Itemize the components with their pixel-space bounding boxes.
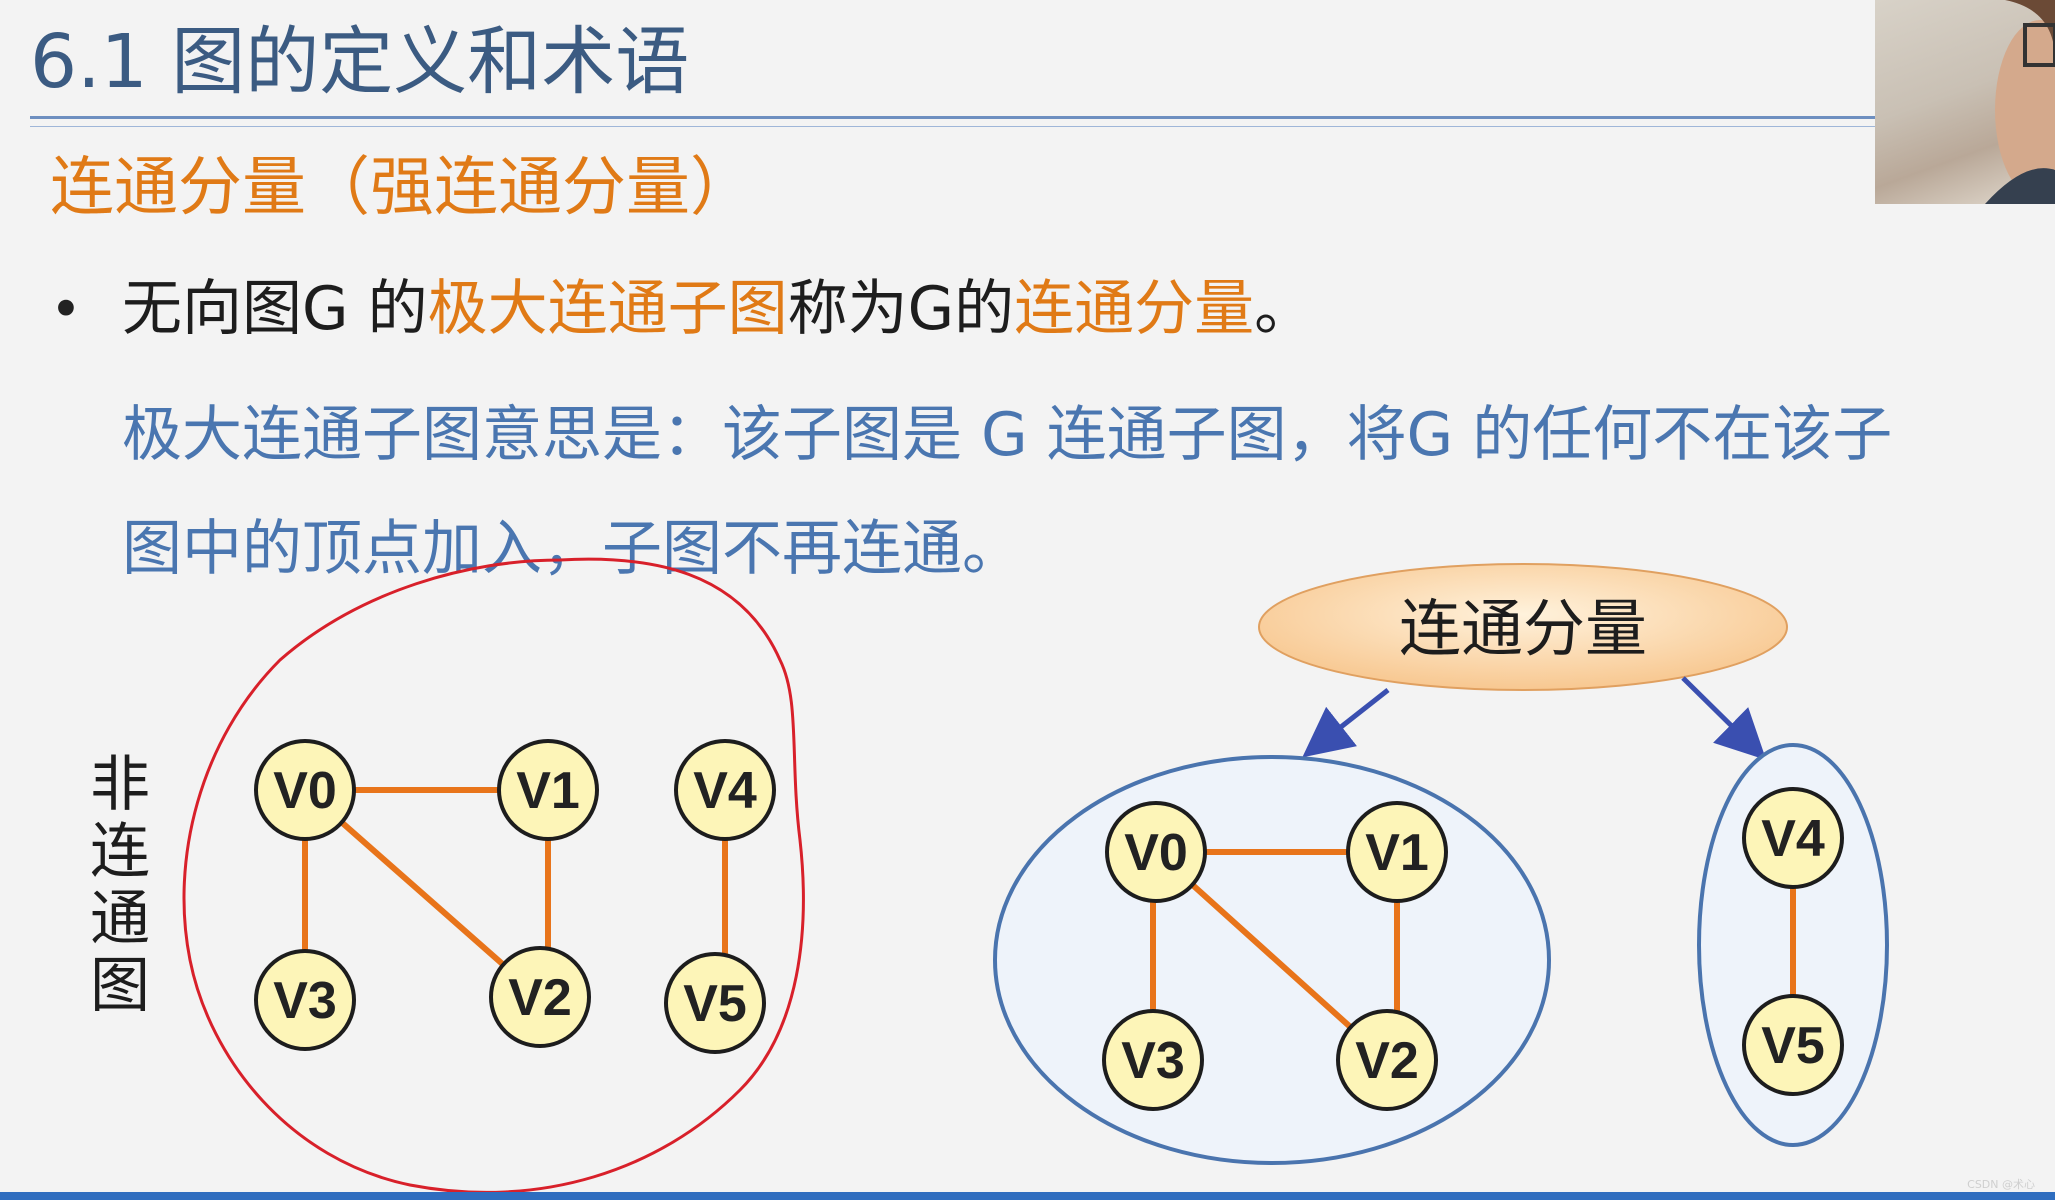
- vertex-label-v2: V2: [508, 969, 572, 1027]
- component-vertex-v3: [1102, 1009, 1204, 1111]
- component-vertex-v5: [1742, 994, 1844, 1096]
- component-vertices: V0 V1 V3 V2 V4 V5: [1102, 787, 1844, 1111]
- vertex-v5: [664, 952, 766, 1054]
- title-divider: [30, 116, 1875, 119]
- vertex-v1: [497, 739, 599, 841]
- definition-part: 。: [1254, 274, 1315, 344]
- definition-part: 称为G的: [787, 274, 1015, 344]
- callout-label: 连通分量: [1399, 592, 1647, 665]
- left-graph-vertices: V0 V1 V4 V3 V2 V5: [254, 739, 776, 1054]
- vertex-v2: [489, 946, 591, 1048]
- title-divider-thin: [30, 126, 1875, 127]
- component-vertex-v1: [1346, 801, 1448, 903]
- vertex-label-v4: V4: [693, 762, 757, 820]
- disconnected-graph-label: 非连通图: [90, 750, 150, 1021]
- slide-bottom-bar: [0, 1192, 2055, 1200]
- component-vertex-v4: [1742, 787, 1844, 889]
- vertex-v4: [674, 739, 776, 841]
- component-vertex-label-v2: V2: [1355, 1032, 1419, 1090]
- section-subtitle: 连通分量（强连通分量）: [50, 151, 754, 225]
- component-vertex-v2: [1336, 1009, 1438, 1111]
- callout-bubble: [1258, 563, 1788, 691]
- arrow-to-component-1: [1302, 688, 1390, 758]
- definition-part: 无向图G 的: [122, 274, 428, 344]
- component-vertex-label-v0: V0: [1124, 824, 1188, 882]
- component-vertex-v0: [1105, 801, 1207, 903]
- slide-title: 6.1 图的定义和术语: [30, 19, 690, 105]
- vertex-label-v0: V0: [273, 762, 337, 820]
- vertex-v0: [254, 739, 356, 841]
- component-vertex-label-v3: V3: [1121, 1032, 1185, 1090]
- explanation-text: 极大连通子图意思是：该子图是 G 连通子图，将G 的任何不在该子 图中的顶点加入…: [122, 378, 2022, 606]
- component-vertex-label-v4: V4: [1761, 810, 1825, 868]
- vertex-v3: [254, 949, 356, 1051]
- definition-text: 无向图G 的极大连通子图称为G的连通分量。: [122, 268, 1314, 350]
- component-vertex-label-v1: V1: [1365, 824, 1429, 882]
- watermark: CSDN @术心: [1967, 1178, 2035, 1191]
- explanation-line-2: 图中的顶点加入，子图不再连通。: [122, 514, 1022, 584]
- explanation-line-1: 极大连通子图意思是：该子图是 G 连通子图，将G 的任何不在该子: [122, 400, 1893, 470]
- arrow-to-component-2: [1681, 676, 1767, 761]
- component-vertex-label-v5: V5: [1761, 1017, 1825, 1075]
- edge-v0-v2-right: [1153, 849, 1390, 1063]
- bullet-marker: •: [50, 278, 82, 341]
- vertex-label-v1: V1: [516, 762, 580, 820]
- definition-highlight-component: 连通分量: [1014, 274, 1255, 344]
- annotation-circle: [182, 557, 805, 1194]
- vertex-label-v5: V5: [683, 975, 747, 1033]
- vertex-label-v3: V3: [273, 972, 337, 1030]
- definition-highlight-max-subgraph: 极大连通子图: [427, 274, 788, 344]
- presenter-webcam: [1875, 0, 2055, 204]
- edge-v0-v2: [303, 787, 542, 1000]
